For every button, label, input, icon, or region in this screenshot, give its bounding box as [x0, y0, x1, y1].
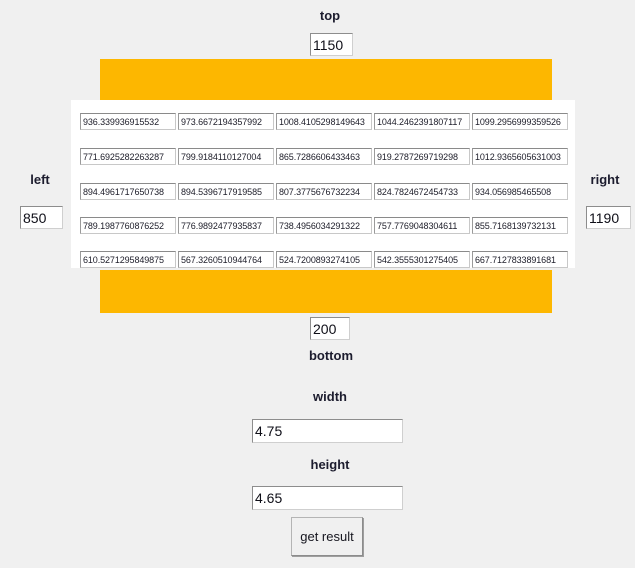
label-left: left [30, 172, 50, 187]
grid-cell[interactable]: 757.7769048304611 [374, 217, 470, 234]
grid-cell[interactable]: 1012.9365605631003 [472, 148, 568, 165]
grid-cell[interactable]: 973.6672194357992 [178, 113, 274, 130]
grid-cell[interactable]: 919.2787269719298 [374, 148, 470, 165]
label-bottom: bottom [308, 348, 354, 363]
grid-cell[interactable]: 667.7127833891681 [472, 251, 568, 268]
grid-cell[interactable]: 738.4956034291322 [276, 217, 372, 234]
grid-cell[interactable]: 934.056985465508 [472, 183, 568, 200]
grid-cell[interactable]: 894.4961717650738 [80, 183, 176, 200]
label-top: top [319, 8, 341, 23]
grid-cell[interactable]: 936.339936915532 [80, 113, 176, 130]
grid-cell[interactable]: 1099.2956999359526 [472, 113, 568, 130]
grid-cell[interactable]: 771.6925282263287 [80, 148, 176, 165]
label-width: width [313, 389, 347, 404]
label-height: height [310, 457, 350, 472]
left-input[interactable]: 850 [20, 206, 63, 229]
bottom-orange-bar [100, 270, 552, 313]
width-input[interactable]: 4.75 [252, 419, 403, 443]
grid-cell[interactable]: 567.3260510944764 [178, 251, 274, 268]
grid-cell[interactable]: 1044.2462391807117 [374, 113, 470, 130]
grid-cell[interactable]: 855.7168139732131 [472, 217, 568, 234]
get-result-button[interactable]: get result [291, 517, 363, 556]
grid-cell[interactable]: 542.3555301275405 [374, 251, 470, 268]
grid-cell[interactable]: 799.9184110127004 [178, 148, 274, 165]
top-orange-bar [100, 59, 552, 101]
right-input[interactable]: 1190 [586, 206, 631, 229]
bottom-input[interactable]: 200 [310, 317, 350, 340]
grid-cell[interactable]: 524.7200893274105 [276, 251, 372, 268]
grid-cell[interactable]: 610.5271295849875 [80, 251, 176, 268]
top-input[interactable]: 1150 [310, 33, 353, 56]
label-right: right [590, 172, 620, 187]
grid-cell[interactable]: 1008.4105298149643 [276, 113, 372, 130]
grid-cell[interactable]: 776.9892477935837 [178, 217, 274, 234]
grid-cell[interactable]: 894.5396717919585 [178, 183, 274, 200]
grid-cell[interactable]: 807.3775676732234 [276, 183, 372, 200]
grid-cell[interactable]: 824.7824672454733 [374, 183, 470, 200]
grid-cell[interactable]: 789.1987760876252 [80, 217, 176, 234]
height-input[interactable]: 4.65 [252, 486, 403, 510]
grid-cell[interactable]: 865.7286606433463 [276, 148, 372, 165]
